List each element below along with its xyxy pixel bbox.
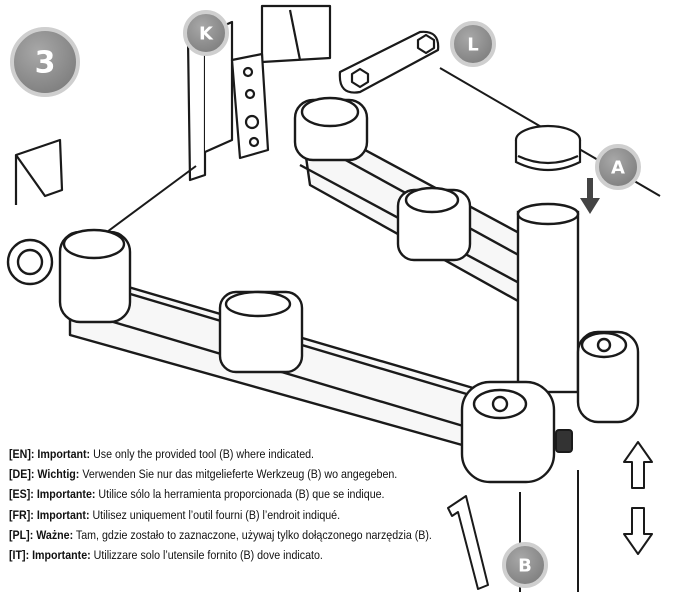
callout-l-label: L	[467, 35, 478, 56]
joint-cap	[396, 186, 472, 262]
callout-l: L	[450, 21, 496, 67]
joint-cap	[293, 96, 369, 162]
note-keyword: Important:	[37, 447, 91, 461]
multilingual-notes: [EN]: Important: Use only the provided t…	[9, 444, 432, 565]
note-keyword: Ważne:	[36, 527, 74, 542]
note-line-en: [EN]: Important: Use only the provided t…	[9, 444, 432, 464]
note-lang-tag: [DE]:	[9, 467, 35, 482]
pole-clamp	[460, 330, 640, 484]
callout-a-label: A	[611, 158, 625, 179]
note-text: Use only the provided tool (B) where ind…	[93, 447, 315, 461]
note-lang-tag: [EN]:	[9, 447, 35, 461]
note-lang-tag: [ES]:	[9, 487, 34, 502]
height-adjust-arrows-icon	[623, 441, 653, 555]
callout-k: K	[183, 10, 229, 56]
note-keyword: Important:	[36, 507, 90, 522]
note-keyword: Wichtig:	[37, 467, 80, 482]
note-lang-tag: [IT]:	[9, 548, 30, 563]
insert-arrow-icon	[580, 178, 600, 214]
wrench-tool	[338, 30, 440, 94]
callout-a: A	[595, 144, 641, 190]
note-lang-tag: [PL]:	[9, 527, 34, 542]
pole	[516, 202, 580, 394]
note-line-it: [IT]: Importante: Utilizzare solo l’uten…	[9, 545, 432, 565]
note-line-pl: [PL]: Ważne: Tam, gdzie zostało to zazna…	[9, 525, 432, 545]
note-line-de: [DE]: Wichtig: Verwenden Sie nur das mit…	[9, 464, 432, 484]
callout-b: B	[502, 542, 548, 588]
joint-cap	[6, 228, 132, 324]
monitor-plate-left	[14, 138, 64, 205]
hex-key-tool	[447, 495, 489, 590]
joint-cap	[218, 290, 304, 374]
note-line-fr: [FR]: Important: Utilisez uniquement l’o…	[9, 505, 432, 525]
vesa-bracket	[230, 52, 270, 160]
note-lang-tag: [FR]:	[9, 507, 34, 522]
step-badge: 3	[10, 27, 80, 97]
note-text: Tam, gdzie zostało to zaznaczone, używaj…	[75, 527, 432, 542]
end-cap	[514, 124, 582, 172]
screw	[555, 429, 573, 453]
note-line-es: [ES]: Importante: Utilice sólo la herram…	[9, 484, 432, 504]
note-text: Utilice sólo la herramienta proporcionad…	[98, 487, 385, 502]
note-keyword: Importante:	[32, 548, 91, 563]
note-keyword: Importante:	[36, 487, 96, 502]
callout-b-label: B	[518, 556, 532, 577]
note-text: Utilizzare solo l’utensile fornito (B) d…	[93, 548, 323, 563]
note-text: Verwenden Sie nur das mitgelieferte Werk…	[82, 467, 398, 482]
step-number: 3	[35, 46, 56, 81]
callout-k-label: K	[199, 24, 214, 45]
note-text: Utilisez uniquement l’outil fourni (B) l…	[92, 507, 341, 522]
